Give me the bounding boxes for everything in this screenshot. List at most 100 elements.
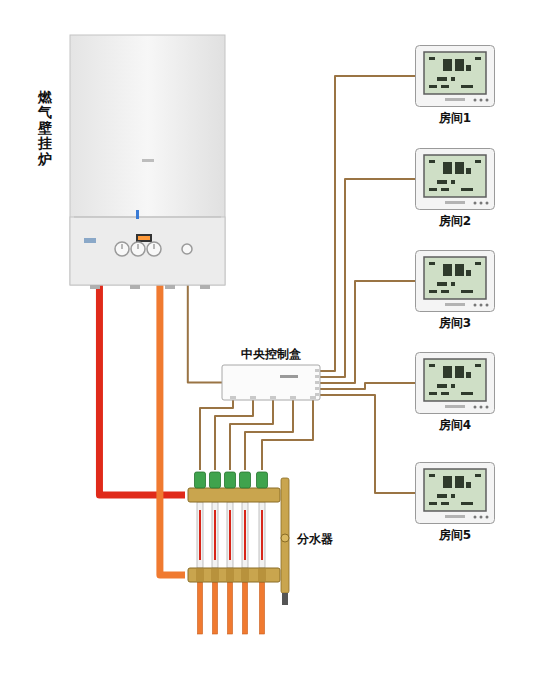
- boiler-knob: [147, 242, 161, 256]
- lcd-screen: [424, 52, 486, 94]
- control-wire: [320, 179, 415, 377]
- lcd-segment: [466, 270, 471, 276]
- lcd-segment: [466, 65, 471, 71]
- control-box-illustration: [222, 365, 320, 400]
- control-box-logo: [280, 375, 298, 378]
- knob-mark: [138, 244, 139, 249]
- thermostat-button: [480, 516, 483, 519]
- lcd-segment: [455, 476, 464, 488]
- thermostat-button: [480, 406, 483, 409]
- control-box-housing: [222, 365, 320, 400]
- valve-body: [241, 569, 249, 581]
- lcd-segment: [429, 290, 437, 293]
- lcd-screen: [424, 359, 486, 401]
- lcd-segment: [443, 366, 452, 378]
- lcd-segment: [437, 77, 447, 81]
- lcd-segment: [429, 392, 437, 395]
- lcd-segment: [455, 59, 464, 71]
- terminal: [230, 396, 236, 399]
- actuator-cap: [210, 472, 221, 488]
- boiler-illustration: [70, 35, 225, 289]
- terminal: [315, 393, 319, 396]
- lcd-segment: [429, 502, 437, 505]
- thermostat-button: [474, 99, 477, 102]
- thermo-label: 房间1: [439, 111, 471, 125]
- thermostat-logo: [445, 98, 465, 101]
- lcd-screen: [424, 155, 486, 197]
- control-wire: [320, 395, 415, 493]
- thermostat-illustration: [416, 149, 495, 210]
- control-wire: [215, 400, 253, 470]
- thermostat-button: [486, 406, 489, 409]
- outlet-pipe: [228, 582, 233, 634]
- flow-meter: [197, 502, 203, 568]
- manifold-illustration: [188, 472, 289, 634]
- lcd-segment: [466, 372, 471, 378]
- valve-body: [196, 569, 204, 581]
- valve-body: [226, 569, 234, 581]
- terminal: [315, 369, 319, 372]
- thermo-node: 房间4: [415, 352, 495, 414]
- lcd-segment: [461, 502, 473, 505]
- lcd-segment: [443, 162, 452, 174]
- lcd-segment: [429, 85, 437, 88]
- thermo-art: [415, 462, 495, 524]
- return-bar: [188, 568, 280, 582]
- manifold-art: [185, 470, 295, 640]
- pipe-fitting: [165, 285, 175, 289]
- lcd-segment: [441, 502, 449, 505]
- lcd-segment: [429, 57, 435, 60]
- thermostat-body: [416, 251, 495, 312]
- lcd-segment: [429, 474, 435, 477]
- lcd-segment: [475, 57, 481, 60]
- thermo-art: [415, 148, 495, 210]
- thermo-art: [415, 250, 495, 312]
- flow-meter-indicator: [199, 510, 201, 560]
- control-wire: [320, 281, 415, 383]
- manifold-node: 分水器: [185, 470, 295, 640]
- thermostat-illustration: [416, 46, 495, 107]
- terminal: [290, 396, 296, 399]
- brand-mark: [84, 238, 96, 243]
- lcd-segment: [451, 494, 455, 498]
- control-wire: [245, 400, 293, 470]
- thermostat-button: [474, 406, 477, 409]
- flow-meter: [227, 502, 233, 568]
- control-wire: [230, 400, 273, 470]
- lcd-segment: [441, 392, 449, 395]
- supply-bar: [188, 488, 280, 502]
- thermostat-button: [486, 516, 489, 519]
- thermo-label: 房间5: [439, 528, 471, 542]
- lcd-segment: [441, 85, 449, 88]
- outlet-pipe: [198, 582, 203, 634]
- knob-mark: [154, 244, 155, 249]
- front-logo: [142, 159, 154, 162]
- pressure-gauge: [281, 534, 289, 542]
- lcd-segment: [451, 180, 455, 184]
- thermostat-button: [480, 202, 483, 205]
- boiler-knob: [131, 242, 145, 256]
- boiler-node: 燃气壁挂炉: [70, 35, 225, 285]
- lcd-segment: [437, 494, 447, 498]
- lcd-segment: [461, 188, 473, 191]
- control-node: 中央控制盒: [222, 365, 320, 400]
- pipe-fitting: [90, 285, 100, 289]
- actuator-cap: [240, 472, 251, 488]
- thermostat-illustration: [416, 463, 495, 524]
- thermostat-button: [486, 202, 489, 205]
- lcd-segment: [466, 168, 471, 174]
- thermostat-logo: [445, 201, 465, 204]
- lcd-segment: [461, 290, 473, 293]
- flow-meter-indicator: [261, 510, 263, 560]
- thermostat-illustration: [416, 251, 495, 312]
- indicator-light: [136, 210, 139, 219]
- thermostat-button: [480, 304, 483, 307]
- terminal: [270, 396, 276, 399]
- thermostat-button: [486, 99, 489, 102]
- lcd-segment: [461, 85, 473, 88]
- outlet-pipe: [260, 582, 265, 634]
- thermostat-body: [416, 463, 495, 524]
- terminal: [315, 375, 319, 378]
- control-wire: [200, 400, 233, 470]
- thermostat-illustration: [416, 353, 495, 414]
